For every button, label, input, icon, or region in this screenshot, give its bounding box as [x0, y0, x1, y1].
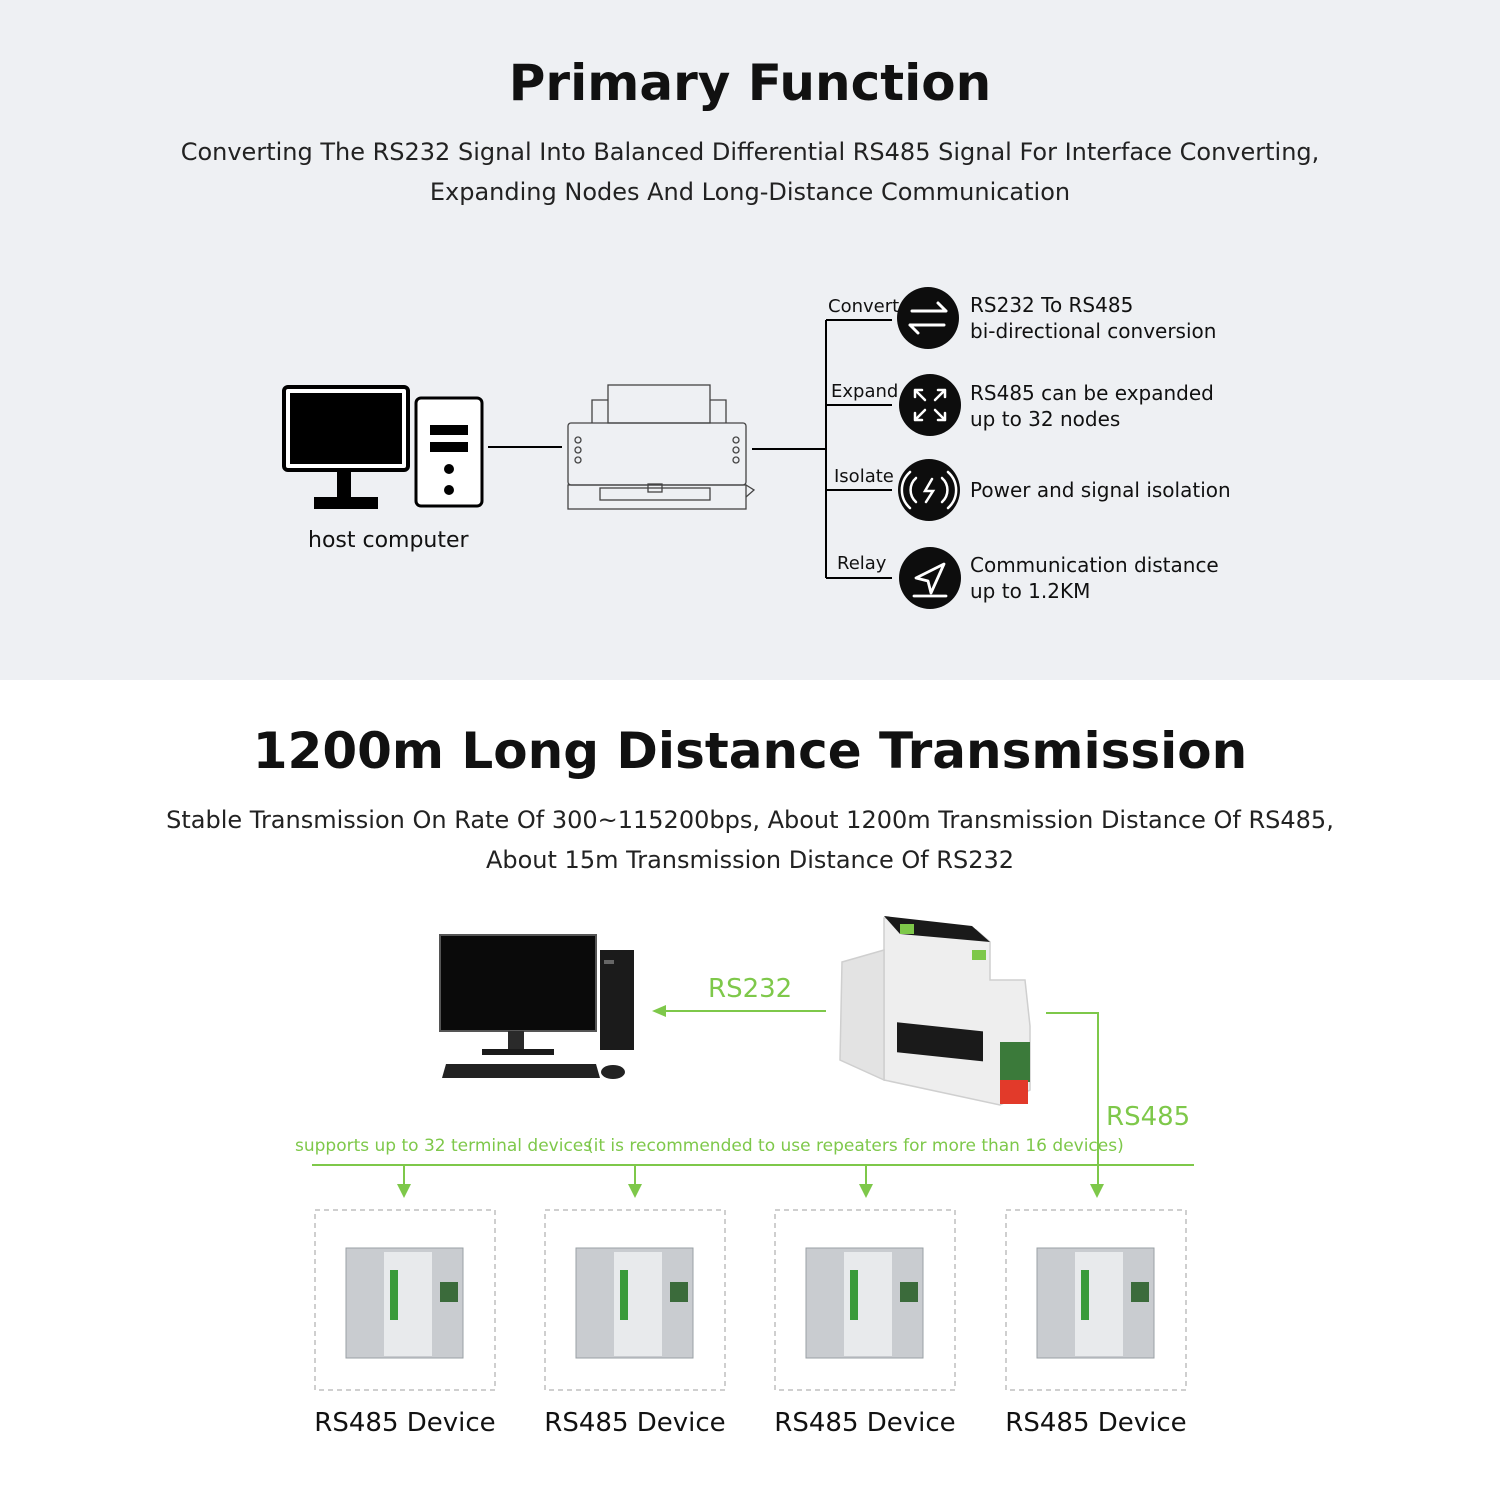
bus-note-capacity: supports up to 32 terminal devices: [295, 1136, 593, 1156]
swap-arrows-icon: [897, 287, 959, 349]
rs485-device-icon-3: [805, 1247, 924, 1359]
device-label-1: RS485 Device: [314, 1408, 496, 1438]
converter-module-icon: [839, 916, 1031, 1106]
rs485-device-icon-2: [575, 1247, 694, 1359]
function-isolate-text: Power and signal isolation: [970, 477, 1231, 503]
rs485-device-icon-4: [1036, 1247, 1155, 1359]
category-relay: Relay: [837, 553, 887, 574]
function-convert-text: RS232 To RS485 bi-directional conversion: [970, 292, 1216, 344]
rs485-device-icon-1: [345, 1247, 464, 1359]
device-label-3: RS485 Device: [774, 1408, 956, 1438]
section-subtitle-line1: Stable Transmission On Rate Of 300~11520…: [166, 806, 1334, 834]
function-expand-line1: RS485 can be expanded: [970, 381, 1214, 405]
rs232-label: RS232: [708, 974, 793, 1004]
device-label-4: RS485 Device: [1005, 1408, 1187, 1438]
category-expand: Expand: [831, 381, 899, 402]
bus-note-repeaters: (it is recommended to use repeaters for …: [587, 1136, 1124, 1156]
device-frame-3: [774, 1209, 956, 1391]
rs485-label: RS485: [1106, 1102, 1191, 1132]
computer-tower-icon: [414, 396, 484, 508]
transmission-diagram: [312, 916, 1194, 1391]
long-distance-section: 1200m Long Distance Transmission Stable …: [0, 680, 1500, 1500]
primary-function-section: Primary Function Converting The RS232 Si…: [0, 0, 1500, 680]
desktop-pc-icon: [439, 934, 634, 1079]
device-frame-2: [544, 1209, 726, 1391]
send-arrow-icon: [899, 547, 961, 609]
device-frame-4: [1005, 1209, 1187, 1391]
category-convert: Convert: [828, 296, 900, 317]
function-expand-line2: up to 32 nodes: [970, 407, 1121, 431]
function-relay-line2: up to 1.2KM: [970, 579, 1091, 603]
section-subtitle-line1: Converting The RS232 Signal Into Balance…: [180, 138, 1320, 166]
section-title: Primary Function: [508, 54, 992, 112]
device-label-2: RS485 Device: [544, 1408, 726, 1438]
function-convert-line2: bi-directional conversion: [970, 319, 1217, 343]
converter-module-outline: [567, 384, 756, 510]
function-convert-line1: RS232 To RS485: [970, 293, 1134, 317]
section-title: 1200m Long Distance Transmission: [252, 722, 1248, 780]
device-frame-1: [314, 1209, 496, 1391]
function-expand-text: RS485 can be expanded up to 32 nodes: [970, 380, 1214, 432]
monitor-icon: [282, 385, 410, 509]
function-relay-line1: Communication distance: [970, 553, 1219, 577]
function-diagram: [282, 287, 961, 609]
host-computer-label: host computer: [308, 528, 469, 553]
category-isolate: Isolate: [834, 466, 894, 487]
section-subtitle-line2: About 15m Transmission Distance Of RS232: [485, 846, 1015, 874]
function-isolate-line1: Power and signal isolation: [970, 478, 1231, 502]
function-relay-text: Communication distance up to 1.2KM: [970, 552, 1219, 604]
section-subtitle-line2: Expanding Nodes And Long-Distance Commun…: [429, 178, 1071, 206]
expand-arrows-icon: [899, 374, 961, 436]
